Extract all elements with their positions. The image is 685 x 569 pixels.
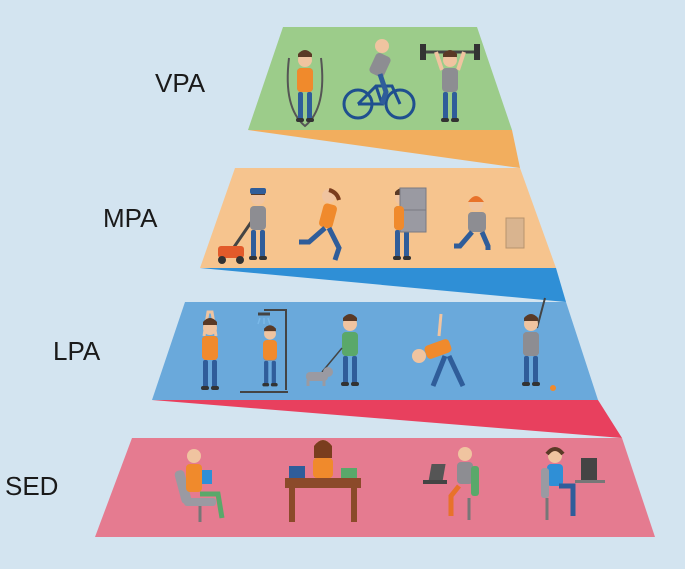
stretching-icon xyxy=(412,313,466,388)
computer-desk-icon xyxy=(541,447,605,520)
connector-lpa-sed xyxy=(152,400,622,438)
level-band-mpa xyxy=(200,168,556,268)
dog-walking-icon xyxy=(306,314,359,386)
level-label-mpa: MPA xyxy=(103,203,158,233)
desk-sitting-icon xyxy=(285,440,361,522)
laptop-work-icon xyxy=(423,447,479,520)
level-band-lpa xyxy=(152,302,598,400)
cycling-icon xyxy=(342,39,416,120)
level-band-sed xyxy=(95,438,655,537)
carrying-boxes-icon xyxy=(393,187,427,260)
reading-in-chair-icon xyxy=(174,449,225,522)
jump-rope-icon xyxy=(286,50,324,128)
connector-vpa-mpa xyxy=(248,130,520,168)
weightlifting-icon xyxy=(420,44,480,122)
showering-icon xyxy=(240,309,288,393)
level-label-vpa: VPA xyxy=(155,68,206,98)
connector-mpa-lpa xyxy=(200,268,566,302)
lawn-mowing-icon xyxy=(218,188,267,264)
running-icon xyxy=(299,188,342,261)
construction-work-icon xyxy=(454,196,525,250)
yoga-pose-icon xyxy=(201,310,219,390)
level-label-lpa: LPA xyxy=(53,336,101,366)
level-label-sed: SED xyxy=(5,471,58,501)
golf-icon xyxy=(522,297,556,391)
